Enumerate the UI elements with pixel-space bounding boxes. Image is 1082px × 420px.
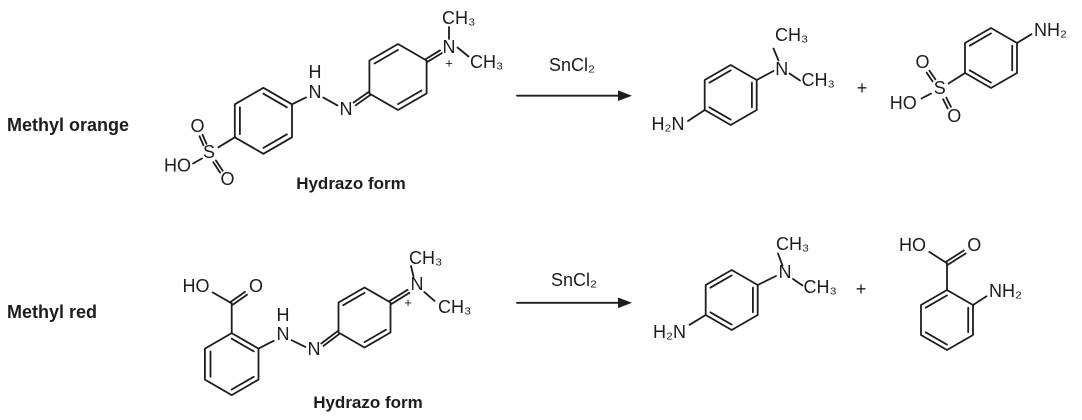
row-label-methyl-red: Methyl red (7, 302, 97, 322)
plus-sign: + (857, 78, 868, 98)
atom-label-n: N (308, 339, 321, 359)
methyl-red-hydrazo-structure: HO O H N N (183, 248, 472, 412)
atom-label-n-plus: N (411, 274, 424, 294)
benzene-ring (964, 27, 1018, 89)
atom-label-o: O (220, 169, 234, 189)
methyl-orange-reaction-row: Methyl orange S O O HO (7, 8, 1067, 193)
product-dimethyl-phenylenediamine: N CH₃ CH₃ H₂N (652, 25, 835, 134)
hydrazo-bridge: H N N (291, 62, 372, 119)
amine-label: H₂N (653, 322, 686, 342)
row-label-methyl-orange: Methyl orange (7, 115, 129, 135)
atom-label-o: O (915, 52, 929, 72)
amine-label: H₂N (652, 114, 685, 134)
atom-label-o: O (947, 106, 961, 126)
atom-label-ho: HO (899, 235, 926, 255)
reagent-label: SnCl₂ (551, 270, 597, 290)
arrow-head (618, 90, 632, 101)
atom-label-s: S (934, 78, 946, 98)
methyl-group-label: CH₃ (442, 8, 475, 28)
atom-label-h: H (309, 62, 322, 82)
benzene-ring (703, 64, 758, 126)
reaction-arrow: SnCl₂ (516, 270, 632, 309)
plus-sign: + (856, 279, 867, 299)
atom-label-n: N (779, 262, 792, 282)
benzene-ring (704, 269, 759, 331)
methyl-group-label: CH₃ (776, 234, 809, 254)
benzene-ring (920, 289, 974, 351)
tautomer-label: Hydrazo form (296, 174, 406, 193)
methyl-group-label: CH₃ (802, 70, 835, 90)
benzene-ring (203, 332, 260, 397)
atom-label-ho: HO (890, 93, 917, 113)
atom-label-ho: HO (183, 276, 210, 296)
quinonoid-ring (368, 43, 428, 111)
product-dimethyl-phenylenediamine: N CH₃ CH₃ H₂N (653, 234, 837, 342)
methyl-orange-hydrazo-structure: S O O HO H N N (164, 8, 503, 193)
methyl-group-label: CH₃ (409, 248, 442, 268)
dimethylamino-group: N CH₃ CH₃ (755, 25, 835, 90)
methyl-group-label: CH₃ (438, 297, 471, 317)
dimethyliminium-group: N + CH₃ CH₃ (424, 8, 503, 72)
dimethylamino-group: N CH₃ CH₃ (756, 234, 837, 297)
reagent-label: SnCl₂ (549, 55, 595, 75)
atom-label-n: N (309, 82, 322, 102)
carboxylic-acid-group: HO O (183, 276, 263, 335)
sulfonic-acid-group: S O HO O (890, 52, 966, 126)
amine-label: NH₂ (989, 281, 1022, 301)
arrow-head (618, 297, 632, 309)
amine-group: H₂N (652, 109, 706, 134)
methyl-group-label: CH₃ (470, 52, 503, 72)
atom-label-h: H (277, 305, 290, 325)
atom-label-n: N (277, 324, 290, 344)
positive-charge-label: + (404, 295, 412, 310)
positive-charge-label: + (445, 56, 453, 71)
atom-label-o: O (249, 276, 263, 296)
benzene-ring (233, 86, 293, 155)
atom-label-n: N (340, 99, 353, 119)
atom-label-o: O (967, 235, 981, 255)
reaction-arrow: SnCl₂ (516, 55, 632, 101)
methyl-red-reaction-row: Methyl red HO O (7, 234, 1022, 412)
amine-group: NH₂ (972, 281, 1022, 306)
atom-label-s: S (203, 142, 215, 162)
methyl-group-label: CH₃ (775, 25, 808, 45)
amine-group: H₂N (653, 314, 707, 342)
product-anthranilic-acid: HO O NH₂ (899, 235, 1022, 351)
dimethyliminium-group: N + CH₃ CH₃ (388, 248, 471, 317)
sulfonic-acid-group: S O O HO (164, 116, 236, 189)
quinonoid-ring (337, 286, 392, 349)
methyl-group-label: CH₃ (804, 277, 837, 297)
carboxylic-acid-group: HO O (899, 235, 981, 291)
atom-label-n-plus: N (443, 37, 456, 57)
amine-label: NH₂ (1034, 20, 1067, 40)
tautomer-label: Hydrazo form (313, 393, 423, 412)
atom-label-o: O (190, 116, 204, 136)
amine-group: NH₂ (1016, 20, 1067, 44)
hydrazo-bridge: H N N (257, 305, 341, 359)
product-sulfanilic-acid: NH₂ S O HO O (890, 20, 1067, 126)
atom-label-n: N (775, 59, 788, 79)
atom-label-ho: HO (164, 156, 191, 176)
